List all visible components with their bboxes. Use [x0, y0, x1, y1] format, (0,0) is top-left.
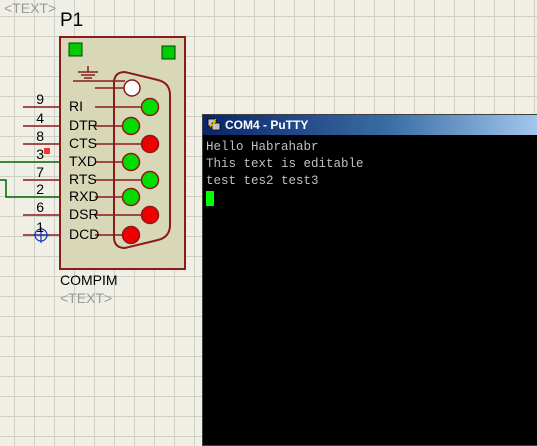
pin-3-marker — [44, 148, 50, 154]
pin-number: 7 — [36, 164, 44, 180]
component-body[interactable] — [59, 36, 186, 270]
putty-window[interactable]: COM4 - PuTTY Hello Habrahabr This text i… — [202, 114, 537, 446]
pin-name-ri: RI — [69, 98, 83, 114]
pin-name-cts: CTS — [69, 135, 97, 151]
putty-titlebar[interactable]: COM4 - PuTTY — [203, 115, 537, 135]
text-placeholder-top[interactable]: <TEXT> — [4, 0, 57, 16]
error-indicator-right — [161, 45, 176, 60]
crosshair-icon — [33, 227, 49, 243]
pin-name-txd: TXD — [69, 153, 97, 169]
led-rts — [140, 170, 160, 190]
terminal-area[interactable]: Hello Habrahabr This text is editable te… — [206, 139, 537, 445]
pin-number: 4 — [36, 110, 44, 126]
pin-name-dcd: DCD — [69, 226, 100, 242]
led-dsr — [140, 205, 160, 225]
pin-circle-top — [123, 79, 141, 97]
ground-icon — [73, 66, 125, 82]
led-rxd — [121, 187, 141, 207]
led-cts — [140, 134, 160, 154]
component-name[interactable]: COMPIM — [60, 272, 118, 288]
wire-rxd — [0, 179, 60, 198]
terminal-line: Hello Habrahabr — [206, 140, 319, 154]
error-indicator-left — [68, 42, 83, 57]
terminal-line: test tes2 test3 — [206, 174, 319, 188]
led-dcd — [121, 225, 141, 245]
putty-window-title: COM4 - PuTTY — [225, 118, 309, 132]
db9-connector-outline — [113, 70, 171, 250]
compim-schematic — [0, 36, 186, 270]
pin-name-rts: RTS — [69, 171, 97, 187]
pin-number: 9 — [36, 91, 44, 107]
component-designator[interactable]: P1 — [60, 10, 84, 31]
terminal-cursor — [206, 191, 214, 206]
pin-name-rxd: RXD — [69, 188, 99, 204]
pin-number: 2 — [36, 181, 44, 197]
pin-number: 8 — [36, 128, 44, 144]
led-dtr — [121, 116, 141, 136]
pin-number: 1 — [36, 219, 44, 235]
pin-number: 6 — [36, 199, 44, 215]
putty-app-icon[interactable] — [207, 118, 221, 132]
terminal-line: This text is editable — [206, 157, 364, 171]
pin-name-dsr: DSR — [69, 206, 99, 222]
pin-number: 3 — [36, 146, 44, 162]
pin-name-dtr: DTR — [69, 117, 98, 133]
led-txd — [121, 152, 141, 172]
text-placeholder-bottom[interactable]: <TEXT> — [60, 290, 113, 306]
led-ri — [140, 97, 160, 117]
